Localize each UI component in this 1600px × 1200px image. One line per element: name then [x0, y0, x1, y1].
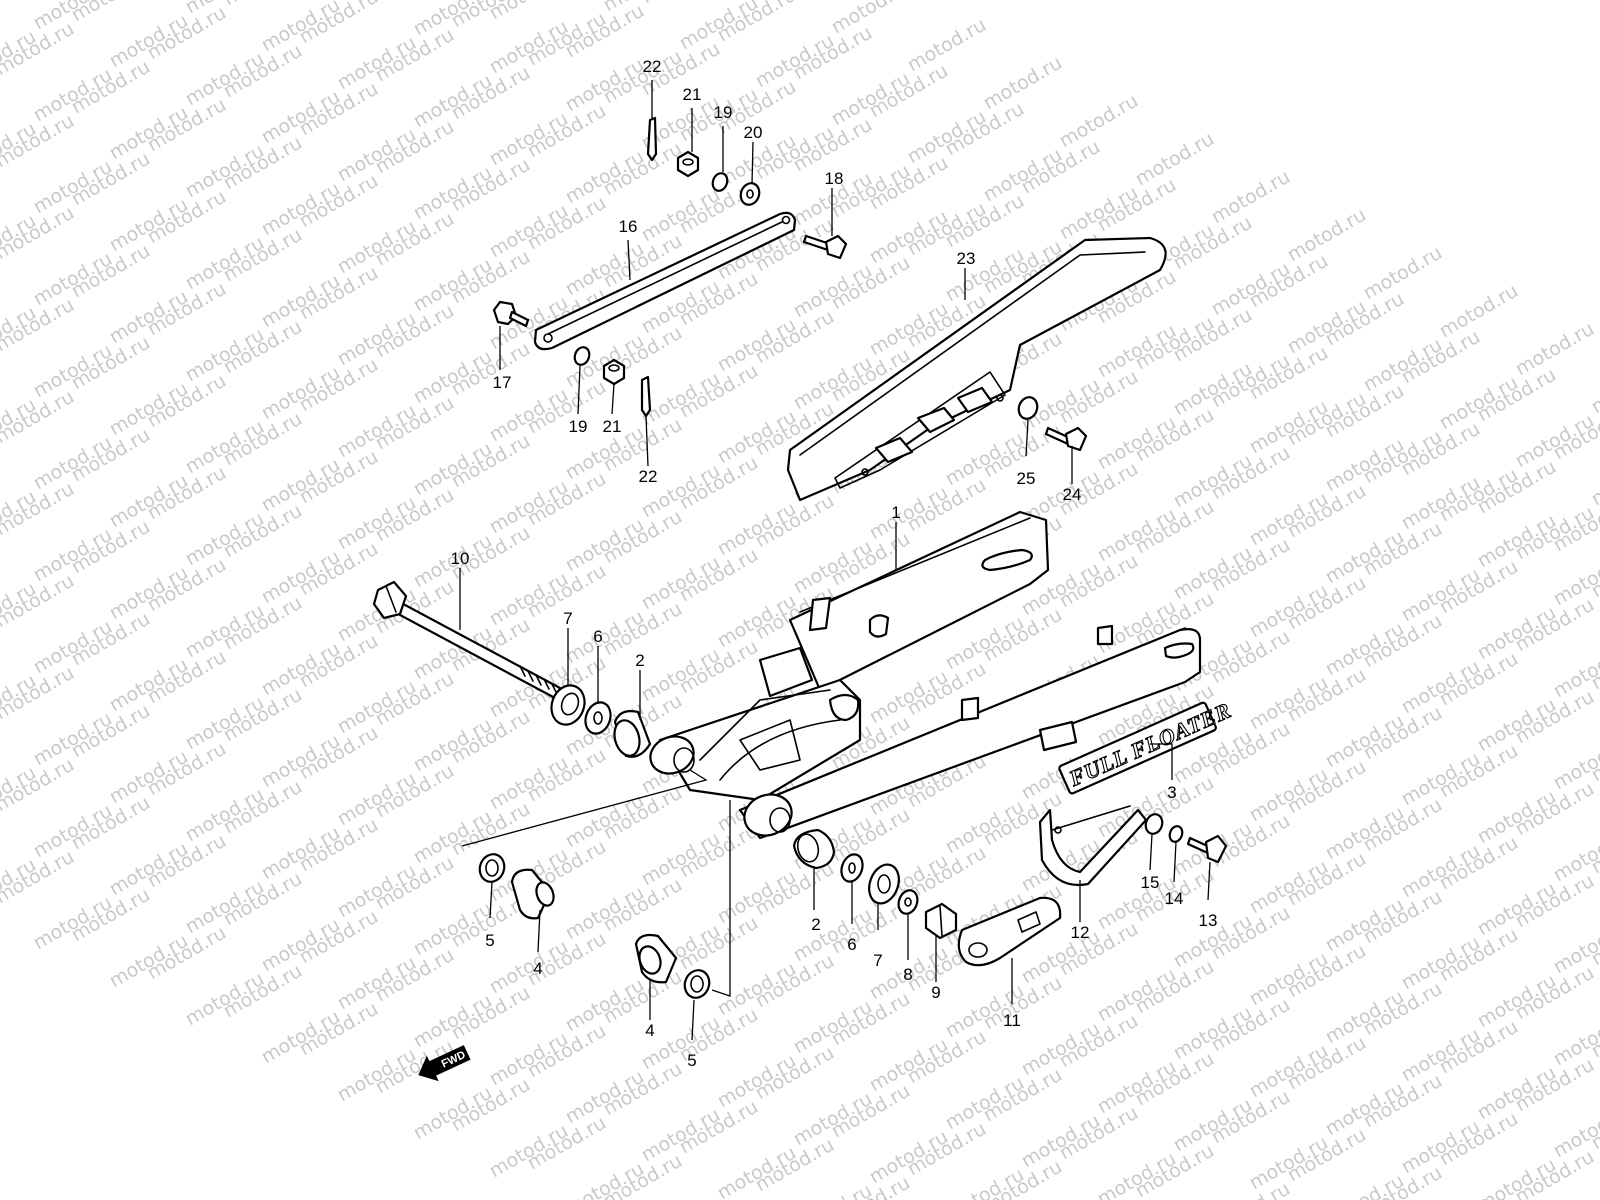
watermark-text: motod.ru [1360, 242, 1446, 305]
callout-14: 14 [1165, 889, 1184, 908]
callout-6-top: 6 [593, 627, 602, 646]
callout-1: 1 [891, 503, 900, 522]
washer-part-h [739, 182, 761, 206]
callout-19-mid: 19 [569, 417, 588, 436]
watermark-text: motod.ru [1512, 318, 1598, 381]
swingarm-part [649, 510, 1202, 840]
watermark-text: motod.ru [0, 716, 2, 779]
watermark-text: motod.ru [1588, 356, 1600, 419]
nut-part-a [676, 150, 700, 178]
washer-part-i [573, 346, 591, 366]
bolt-part-d [1044, 426, 1088, 452]
washer-part-g [711, 172, 729, 192]
washer-part-a [584, 701, 612, 735]
callout-7-top: 7 [563, 609, 572, 628]
callout-5-bottom: 5 [687, 1051, 696, 1070]
callout-16: 16 [619, 217, 638, 236]
bolt-part-c [802, 234, 848, 260]
leader-lines [459, 80, 1211, 1041]
chain-guide-part [1038, 805, 1148, 887]
callout-21-top: 21 [683, 85, 702, 104]
callout-23: 23 [957, 249, 976, 268]
callout-12: 12 [1071, 923, 1090, 942]
watermark-text: motod.ru [904, 14, 990, 77]
watermark-text: motod.ru [1056, 90, 1142, 153]
watermark-text: motod.ru [980, 52, 1066, 115]
pivot-nut-part [924, 902, 958, 940]
dust-seal-part-b [868, 863, 900, 905]
watermark-text: motod.ru [0, 164, 2, 227]
watermark-text: motod.ru [0, 0, 2, 42]
callout-5-left: 5 [485, 931, 494, 950]
callout-15: 15 [1141, 873, 1160, 892]
callout-2-top: 2 [635, 651, 644, 670]
callout-25: 25 [1017, 469, 1036, 488]
bolt-part-a [1186, 834, 1228, 864]
callout-24: 24 [1063, 485, 1082, 504]
washer-part-j [1017, 396, 1039, 420]
torque-link-part [533, 211, 797, 351]
watermark-text: motod.ru [0, 348, 2, 411]
spacer-part-a [510, 868, 555, 920]
watermark-text: motod.ru [0, 532, 2, 595]
chain-case-part [786, 236, 1167, 502]
washer-part-c [897, 889, 919, 915]
callout-22-top: 22 [643, 57, 662, 76]
watermark-text: motod.ru [1284, 204, 1370, 267]
dust-seal-part-a [550, 684, 586, 726]
washer-part-f [683, 969, 711, 999]
callout-20: 20 [744, 123, 763, 142]
callout-11: 11 [1003, 1011, 1021, 1030]
watermark-text: motod.ru [790, 1180, 876, 1200]
callout-19-top: 19 [714, 103, 733, 122]
nut-part-b [602, 358, 626, 386]
callout-22-mid: 22 [639, 467, 658, 486]
callout-4-bottom: 4 [645, 1021, 654, 1040]
washer-part-b [840, 853, 864, 883]
watermark-text: motod.ru [0, 440, 2, 503]
watermark-text: motod.ru [1132, 128, 1218, 191]
callout-3: 3 [1167, 783, 1176, 802]
callout-17: 17 [493, 373, 512, 392]
watermark-text: motod.ru [1322, 1170, 1408, 1200]
callout-6-bottom: 6 [847, 935, 856, 954]
washer-part-d [1144, 813, 1164, 835]
callout-21-mid: 21 [603, 417, 622, 436]
watermark-text: motod.ru [0, 256, 2, 319]
watermark-text: motod.ru [1588, 448, 1600, 511]
watermark-text: motod.ru [638, 0, 724, 8]
watermark-text: motod.ru [0, 624, 2, 687]
chain-adjuster-part [957, 896, 1062, 967]
watermark-text: motod.ru [220, 0, 306, 10]
callout-13: 13 [1199, 911, 1218, 930]
callout-7-bottom: 7 [873, 951, 882, 970]
watermark-text: motod.ru [1208, 166, 1294, 229]
watermark-text: motod.ru [0, 808, 2, 871]
callout-9: 9 [931, 983, 940, 1002]
bolt-part-b [492, 300, 530, 328]
lock-washer-part [1168, 825, 1184, 843]
washer-part-e [478, 853, 506, 883]
callout-2-bottom: 2 [811, 915, 820, 934]
callout-18: 18 [825, 169, 844, 188]
cotter-pin-part-a [646, 116, 658, 162]
bushing-part-b [792, 828, 836, 870]
watermark-text: motod.ru [1436, 280, 1522, 343]
watermark-text: motod.ru [0, 72, 2, 135]
callout-8: 8 [903, 965, 912, 984]
callout-4-left: 4 [533, 959, 542, 978]
bushing-part-a [613, 710, 652, 758]
spacer-part-b [634, 933, 678, 984]
callout-labels: 22 21 19 20 18 16 17 19 21 22 23 25 24 1… [451, 57, 1218, 1070]
cotter-pin-part-b [640, 375, 652, 418]
callout-10: 10 [451, 549, 470, 568]
